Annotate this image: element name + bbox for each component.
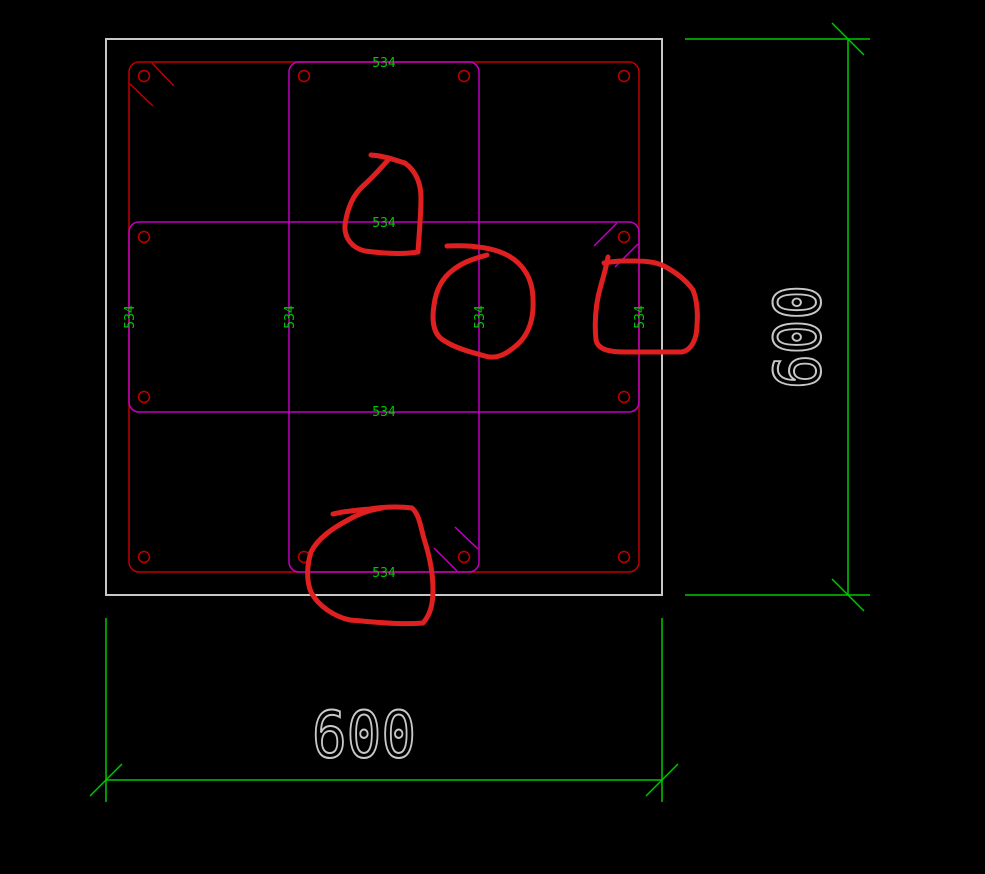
rebar-circle (617, 230, 631, 244)
rebar-circle (137, 69, 151, 83)
annotation-loop-4 (305, 504, 436, 627)
rebar-circle (617, 390, 631, 404)
rebar-label-left-2: 534 (283, 305, 298, 329)
horizontal-dimension-text: 600 (312, 698, 416, 773)
rebar-circle (617, 69, 631, 83)
outer-stirrup-hook-1 (151, 62, 175, 87)
rebar-label-top: 534 (372, 56, 396, 71)
inner-vertical-stirrup (288, 61, 480, 573)
rebar-circle (297, 69, 311, 83)
horizontal-stirrup-hook-1 (593, 222, 618, 247)
vertical-dimension-text: 600 (761, 285, 836, 389)
hand-drawn-annotations (305, 152, 700, 627)
outer-stirrup (128, 61, 640, 573)
rebar-circle (137, 390, 151, 404)
vertical-stirrup-hook-1 (454, 526, 479, 550)
longitudinal-bars (137, 69, 631, 564)
vertical-dimension (685, 22, 870, 612)
rebar-label-lower-middle: 534 (372, 405, 396, 420)
rebar-label-left-1: 534 (123, 305, 138, 329)
rebar-label-left-3: 534 (473, 305, 488, 329)
rebar-circle (617, 550, 631, 564)
horizontal-rebar-labels: 534 534 534 534 (372, 56, 396, 581)
inner-horizontal-stirrup (128, 221, 640, 413)
outer-stirrup-hook-2 (129, 83, 154, 107)
rebar-label-left-4: 534 (633, 305, 648, 329)
vertical-stirrup-hook-2 (433, 547, 458, 572)
vertical-rebar-labels: 534 534 534 534 (123, 305, 648, 329)
rebar-label-bottom: 534 (372, 566, 396, 581)
rebar-label-upper-middle: 534 (372, 216, 396, 231)
annotation-loop-1 (342, 152, 424, 257)
rebar-circle (457, 69, 471, 83)
concrete-outline (105, 38, 663, 596)
annotation-loop-2 (430, 243, 536, 360)
rebar-circle (137, 230, 151, 244)
annotation-loop-3 (592, 254, 700, 355)
horizontal-dimension (89, 618, 679, 802)
rebar-circle (457, 550, 471, 564)
rebar-circle (137, 550, 151, 564)
